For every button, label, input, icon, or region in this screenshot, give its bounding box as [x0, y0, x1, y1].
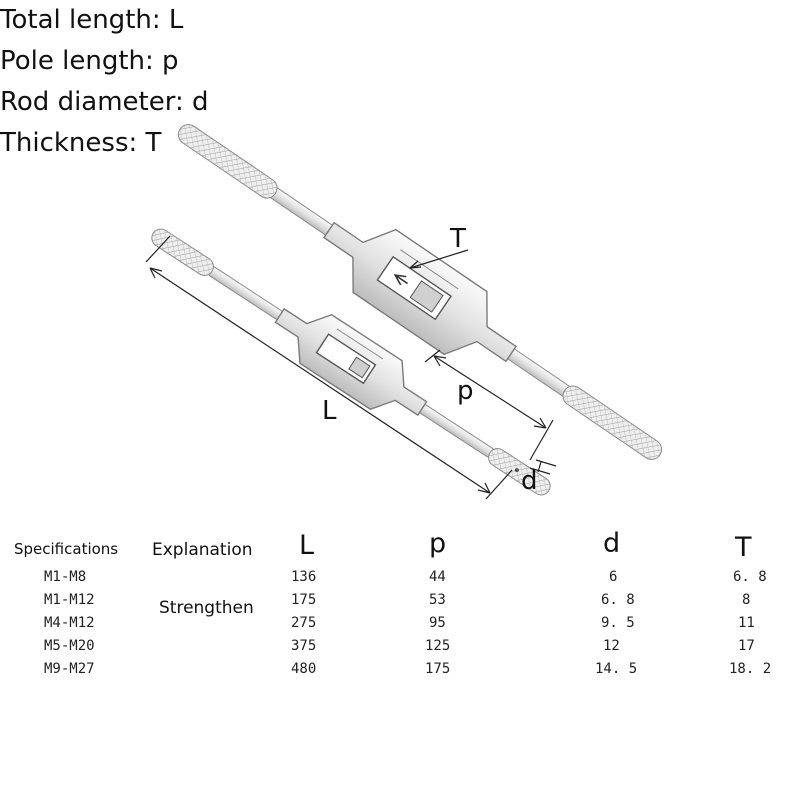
small-wrench-right-grip [488, 448, 551, 496]
cell-d: 9. 5 [601, 615, 635, 631]
dimension-T [409, 249, 469, 269]
cell-d: 6. 8 [601, 592, 635, 608]
cell-T: 18. 2 [729, 661, 772, 677]
dimension-L [145, 235, 513, 500]
cell-T: 11 [738, 615, 755, 631]
header-T: T [735, 532, 752, 563]
legend-pole-length: Pole length: p [0, 46, 179, 76]
table-row: M9-M27 480 175 14. 5 18. 2 [0, 661, 800, 684]
cell-L: 175 [291, 592, 317, 608]
large-wrench-left-grip [177, 124, 278, 199]
table-row: M1-M12 175 53 6. 8 8 [0, 592, 800, 615]
dimension-legend: Total length: L Pole length: p Rod diame… [0, 0, 209, 164]
label-L: L [322, 396, 337, 426]
cell-d: 12 [603, 638, 620, 654]
cell-spec: M1-M8 [44, 569, 87, 585]
table-row: M5-M20 375 125 12 17 [0, 638, 800, 661]
large-wrench-right-grip [562, 385, 663, 460]
cell-p: 95 [429, 615, 446, 631]
legend-total-length: Total length: L [0, 5, 184, 35]
cell-p: 175 [425, 661, 451, 677]
note-strengthen: Strengthen [159, 598, 254, 618]
header-L: L [299, 530, 315, 561]
cell-L: 375 [291, 638, 317, 654]
cell-spec: M5-M20 [44, 638, 95, 654]
label-d: d [521, 466, 538, 496]
large-wrench-jaw [409, 280, 444, 313]
cell-p: 53 [429, 592, 446, 608]
header-specifications: Specifications [14, 540, 119, 558]
cell-T: 17 [738, 638, 755, 654]
specification-table: Specifications Explanation L p d T Stren… [0, 528, 800, 700]
cell-T: 6. 8 [733, 569, 767, 585]
small-wrench-engraving [336, 328, 384, 360]
table-row: M1-M8 136 44 6 6. 8 [0, 569, 800, 592]
cell-d: 6 [609, 569, 618, 585]
tap-wrench-illustration [145, 124, 663, 500]
cell-d: 14. 5 [595, 661, 638, 677]
cell-L: 275 [291, 615, 317, 631]
tap-wrench-figure: T L p d [145, 124, 663, 500]
legend-thickness: Thickness: T [0, 128, 162, 158]
header-explanation: Explanation [152, 540, 253, 560]
cell-spec: M4-M12 [44, 615, 95, 631]
cell-spec: M9-M27 [44, 661, 95, 677]
header-p: p [429, 528, 447, 559]
large-wrench-arrow-icon [393, 274, 409, 286]
cell-spec: M1-M12 [44, 592, 95, 608]
small-wrench-end-mark [514, 468, 519, 473]
label-p: p [457, 376, 474, 406]
small-wrench-left-grip [151, 228, 214, 276]
cell-p: 44 [429, 569, 446, 585]
small-tap-wrench [151, 228, 551, 496]
dimension-d [529, 459, 557, 475]
legend-rod-diameter: Rod diameter: d [0, 87, 209, 117]
cell-L: 136 [291, 569, 317, 585]
label-T: T [450, 224, 466, 254]
cell-p: 125 [425, 638, 451, 654]
large-tap-wrench [177, 124, 663, 460]
cell-T: 8 [742, 592, 751, 608]
table-row: M4-M12 275 95 9. 5 11 [0, 615, 800, 638]
header-d: d [603, 528, 621, 559]
dimension-p [424, 349, 554, 461]
cell-L: 480 [291, 661, 317, 677]
small-wrench-jaw [348, 356, 371, 379]
large-wrench-engraving [400, 249, 459, 290]
